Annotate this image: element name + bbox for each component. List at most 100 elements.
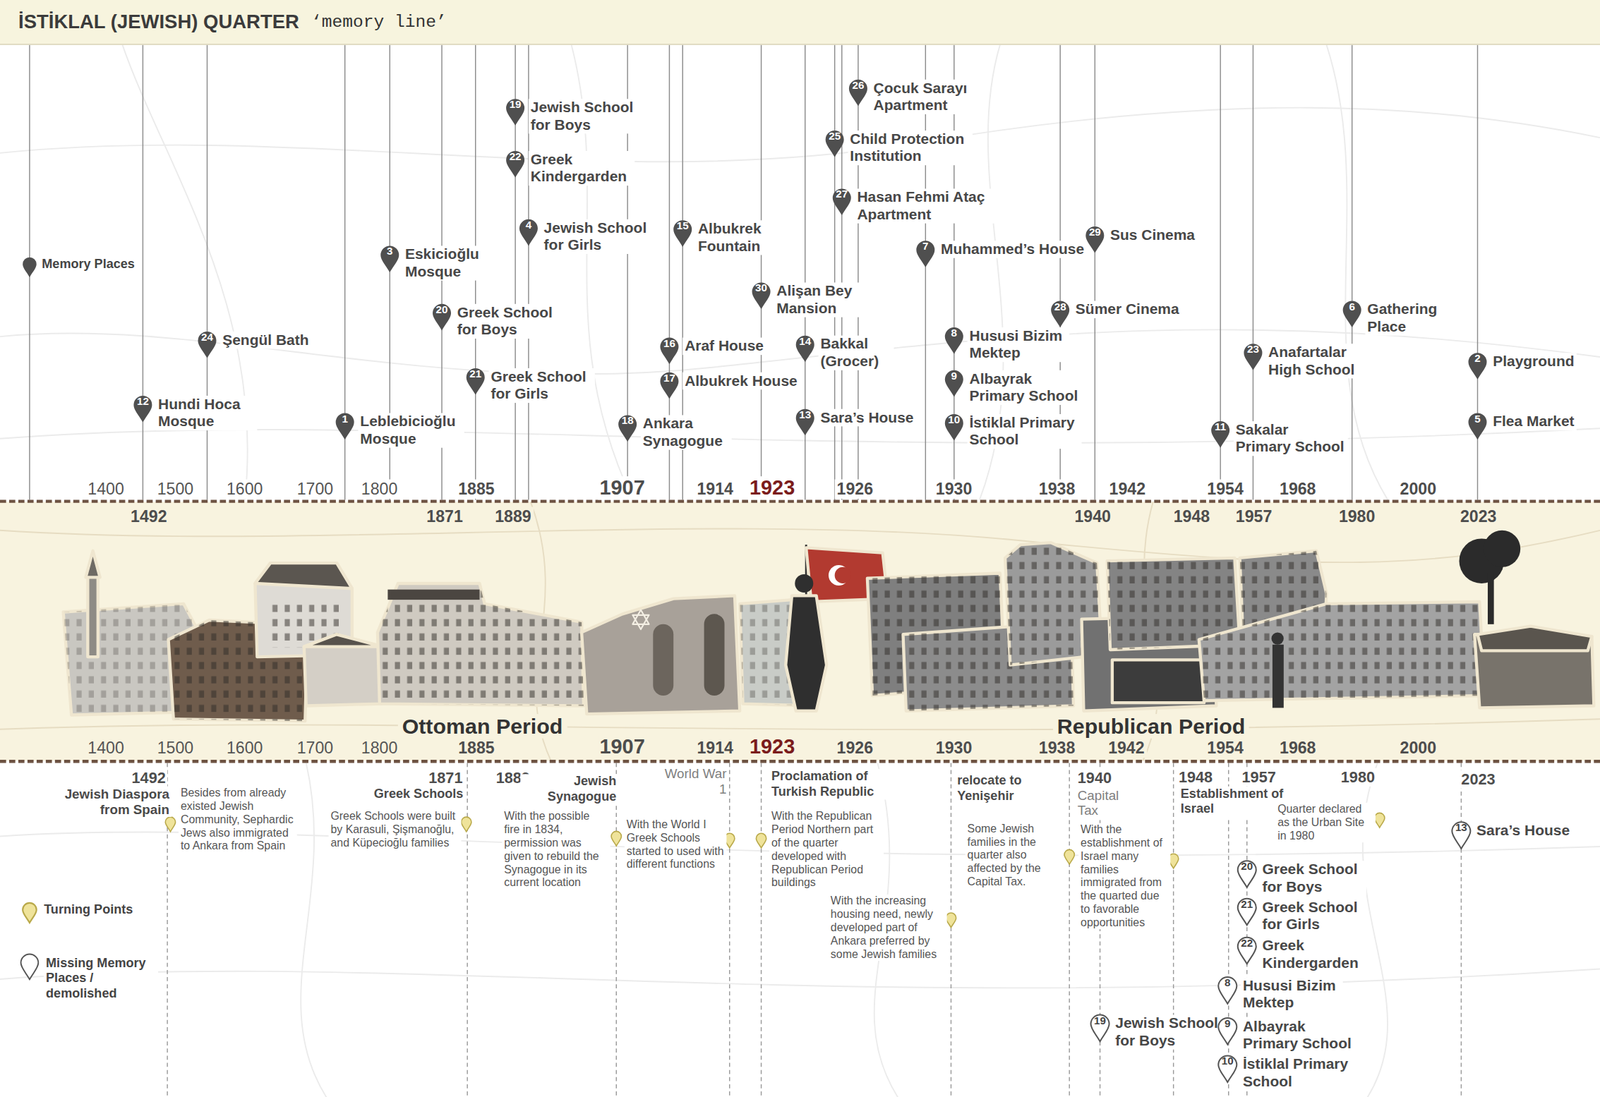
- period-band: Ottoman PeriodRepublican Period: [0, 499, 1600, 763]
- place-name: Çocuk Sarayı Apartment: [871, 79, 978, 115]
- place-name: Albukrek Fountain: [695, 220, 777, 255]
- year-label: 1492: [128, 507, 169, 527]
- photo-collage: [87, 575, 98, 658]
- memory-place-pin: 13Sara’s House: [794, 407, 816, 437]
- memory-place-pin: 7Muhammed’s House: [915, 239, 936, 269]
- pin-number: 8: [1217, 976, 1238, 998]
- pin-number: 9: [1217, 1017, 1238, 1038]
- pin-number: 24: [196, 330, 218, 351]
- band-map-lines: [0, 501, 1600, 761]
- year-label: 1948: [1171, 507, 1212, 527]
- year-label: 2023: [1458, 507, 1499, 527]
- year-label: 1914: [695, 479, 736, 499]
- pin-number: 16: [659, 336, 680, 358]
- year-label: 1492: [129, 769, 168, 788]
- event-heading: Greek Schools: [359, 786, 466, 803]
- photo-collage: [377, 583, 584, 706]
- pin-number: 17: [659, 371, 680, 392]
- year-label: 2000: [1398, 479, 1439, 499]
- place-name: Gathering Place: [1364, 301, 1451, 336]
- photo-collage: [377, 583, 584, 706]
- time-line: [834, 45, 835, 501]
- memory-place-pin: 28Sümer Cinema: [1050, 299, 1071, 329]
- photo-collage: [254, 563, 352, 589]
- memory-place-pin: 25Child Protection Institution: [824, 129, 845, 159]
- legend-markers: [22, 903, 37, 924]
- place-name: Albayrak Primary School: [967, 370, 1082, 406]
- photo-collage: [304, 634, 383, 706]
- pin-number: 2: [1467, 352, 1488, 373]
- photo-collage: [1199, 602, 1485, 701]
- diagram-title: İSTİKLAL (JEWISH) QUARTER: [18, 11, 300, 34]
- pin-number: 7: [915, 239, 936, 261]
- place-name: Greek School for Boys: [1260, 861, 1367, 896]
- memory-place-pin: 23Anafartalar High School: [1242, 343, 1264, 372]
- year-label: 1980: [1338, 768, 1377, 787]
- event-heading: relocate to Yenişehir: [954, 773, 1054, 804]
- year-label: 1957: [1240, 768, 1279, 787]
- place-name: Muhammed’s House: [938, 240, 1087, 259]
- memory-place-pin: 6Gathering Place: [1341, 299, 1363, 329]
- photo-collage: [1272, 645, 1284, 709]
- event-lines: [616, 762, 617, 1097]
- year-label: 1957: [1233, 507, 1274, 527]
- legend-text: Missing Memory Places / demolished: [43, 956, 159, 1003]
- turning-point-markers: [1064, 849, 1075, 865]
- place-name: Sus Cinema: [1108, 226, 1198, 245]
- photo-collage: [63, 530, 1595, 722]
- year-label: 1930: [933, 479, 974, 499]
- photo-collage: [794, 574, 814, 593]
- period-name: Republican Period: [1053, 714, 1250, 739]
- place-name: Greek Kindergarden: [1260, 937, 1367, 973]
- missing-place-pin: 9Albayrak Primary School: [1217, 1017, 1238, 1046]
- time-line: [1351, 45, 1353, 501]
- place-name: İstiklal Primary School: [967, 414, 1082, 449]
- subtitle: ‘memory line’: [309, 11, 449, 33]
- photo-collage: [834, 567, 852, 584]
- pin-number: 14: [794, 334, 816, 356]
- memory-place-pin: 17Albukrek House: [659, 371, 680, 400]
- time-line: [857, 45, 859, 501]
- year-label: 1968: [1277, 479, 1318, 499]
- event-heading: Capital Tax: [1075, 787, 1138, 818]
- missing-place-pin: 22Greek Kindergarden: [1236, 936, 1257, 965]
- pin-number: 28: [1050, 299, 1071, 321]
- missing-place-pin: 13Sara’s House: [1451, 821, 1472, 850]
- pin-number: 20: [1236, 860, 1257, 881]
- place-name: Greek School for Girls: [489, 368, 595, 403]
- event-lines: [729, 762, 730, 1097]
- year-label: 1885: [455, 479, 497, 499]
- place-name: Anafartalar High School: [1266, 343, 1373, 379]
- year-label: 1926: [834, 479, 876, 499]
- place-name: Greek School for Boys: [455, 304, 562, 339]
- place-name: Sara’s House: [818, 409, 917, 427]
- time-line: [841, 45, 842, 501]
- year-label: 1954: [1204, 738, 1245, 759]
- turning-point-markers: [165, 817, 176, 833]
- memory-place-pin: 11Sakalar Primary School: [1210, 420, 1231, 449]
- year-label: 1600: [224, 738, 265, 759]
- place-name: Albukrek House: [682, 372, 799, 391]
- place-name: Greek Kindergarden: [528, 151, 635, 186]
- place-name: Araf House: [682, 338, 766, 356]
- pin-number: 5: [1467, 412, 1488, 433]
- memory-place-pin: 8Hususi Bizim Mektep: [943, 326, 965, 356]
- place-name: Albayrak Primary School: [1240, 1018, 1356, 1054]
- pin-number: 1: [334, 412, 356, 433]
- event-note: With the possible fire in 1834, permissi…: [501, 810, 610, 890]
- event-lines: [167, 762, 1461, 1097]
- place-name: Sümer Cinema: [1073, 301, 1182, 320]
- map-lines: [0, 428, 1600, 444]
- memory-place-pin: 18Ankara Synagogue: [617, 414, 639, 443]
- memory-place-pin: 1Leblebicioğlu Mosque: [334, 412, 356, 441]
- turning-point-markers: [945, 913, 956, 929]
- map-lines: [0, 107, 1600, 163]
- year-label: 1907: [597, 735, 648, 759]
- pin-number: 30: [750, 281, 772, 303]
- place-name: Bakkal (Grocer): [818, 335, 895, 371]
- place-name: Hundi Hoca Mosque: [155, 395, 257, 431]
- pin-number: 29: [1084, 225, 1106, 247]
- pin-number: 19: [1089, 1014, 1111, 1035]
- missing-place-pin: 20Greek School for Boys: [1236, 860, 1257, 889]
